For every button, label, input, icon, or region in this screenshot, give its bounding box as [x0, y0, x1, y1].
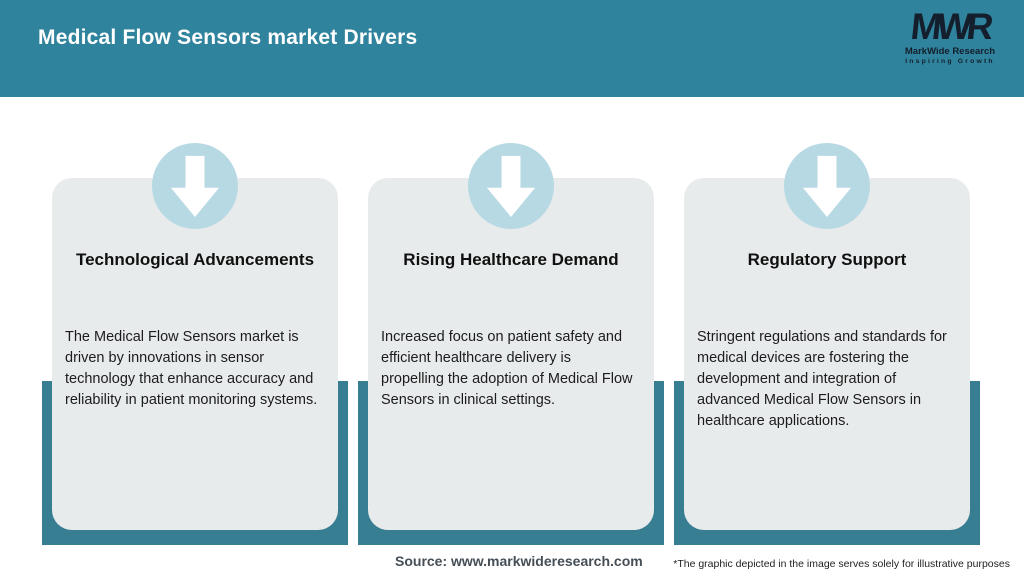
logo-monogram: MWR	[909, 6, 991, 47]
page-title: Medical Flow Sensors market Drivers	[38, 26, 418, 49]
driver-card: Regulatory Support Stringent regulations…	[684, 178, 970, 530]
card-description: The Medical Flow Sensors market is drive…	[65, 329, 318, 408]
markwide-logo: MWR MarkWide Research Inspiring Growth	[890, 6, 1010, 65]
down-arrow-icon	[468, 143, 554, 229]
disclaimer-text: *The graphic depicted in the image serve…	[673, 558, 1010, 570]
card-title: Rising Healthcare Demand	[403, 250, 619, 269]
driver-column-3: Regulatory Support Stringent regulations…	[674, 143, 980, 545]
source-line: Source: www.markwideresearch.com	[395, 553, 643, 569]
driver-column-1: Technological Advancements The Medical F…	[42, 143, 348, 545]
logo-tagline: Inspiring Growth	[905, 57, 995, 65]
card-description: Stringent regulations and standards for …	[697, 329, 947, 429]
driver-column-2: Rising Healthcare Demand Increased focus…	[358, 143, 664, 545]
card-description: Increased focus on patient safety and ef…	[381, 329, 633, 408]
logo-name: MarkWide Research	[904, 46, 996, 57]
card-title: Technological Advancements	[75, 250, 315, 269]
driver-card: Technological Advancements The Medical F…	[52, 178, 338, 530]
card-title: Regulatory Support	[747, 250, 907, 269]
down-arrow-icon	[152, 143, 238, 229]
down-arrow-icon	[784, 143, 870, 229]
header-bar: Medical Flow Sensors market Drivers MWR …	[0, 0, 1024, 97]
driver-card: Rising Healthcare Demand Increased focus…	[368, 178, 654, 530]
